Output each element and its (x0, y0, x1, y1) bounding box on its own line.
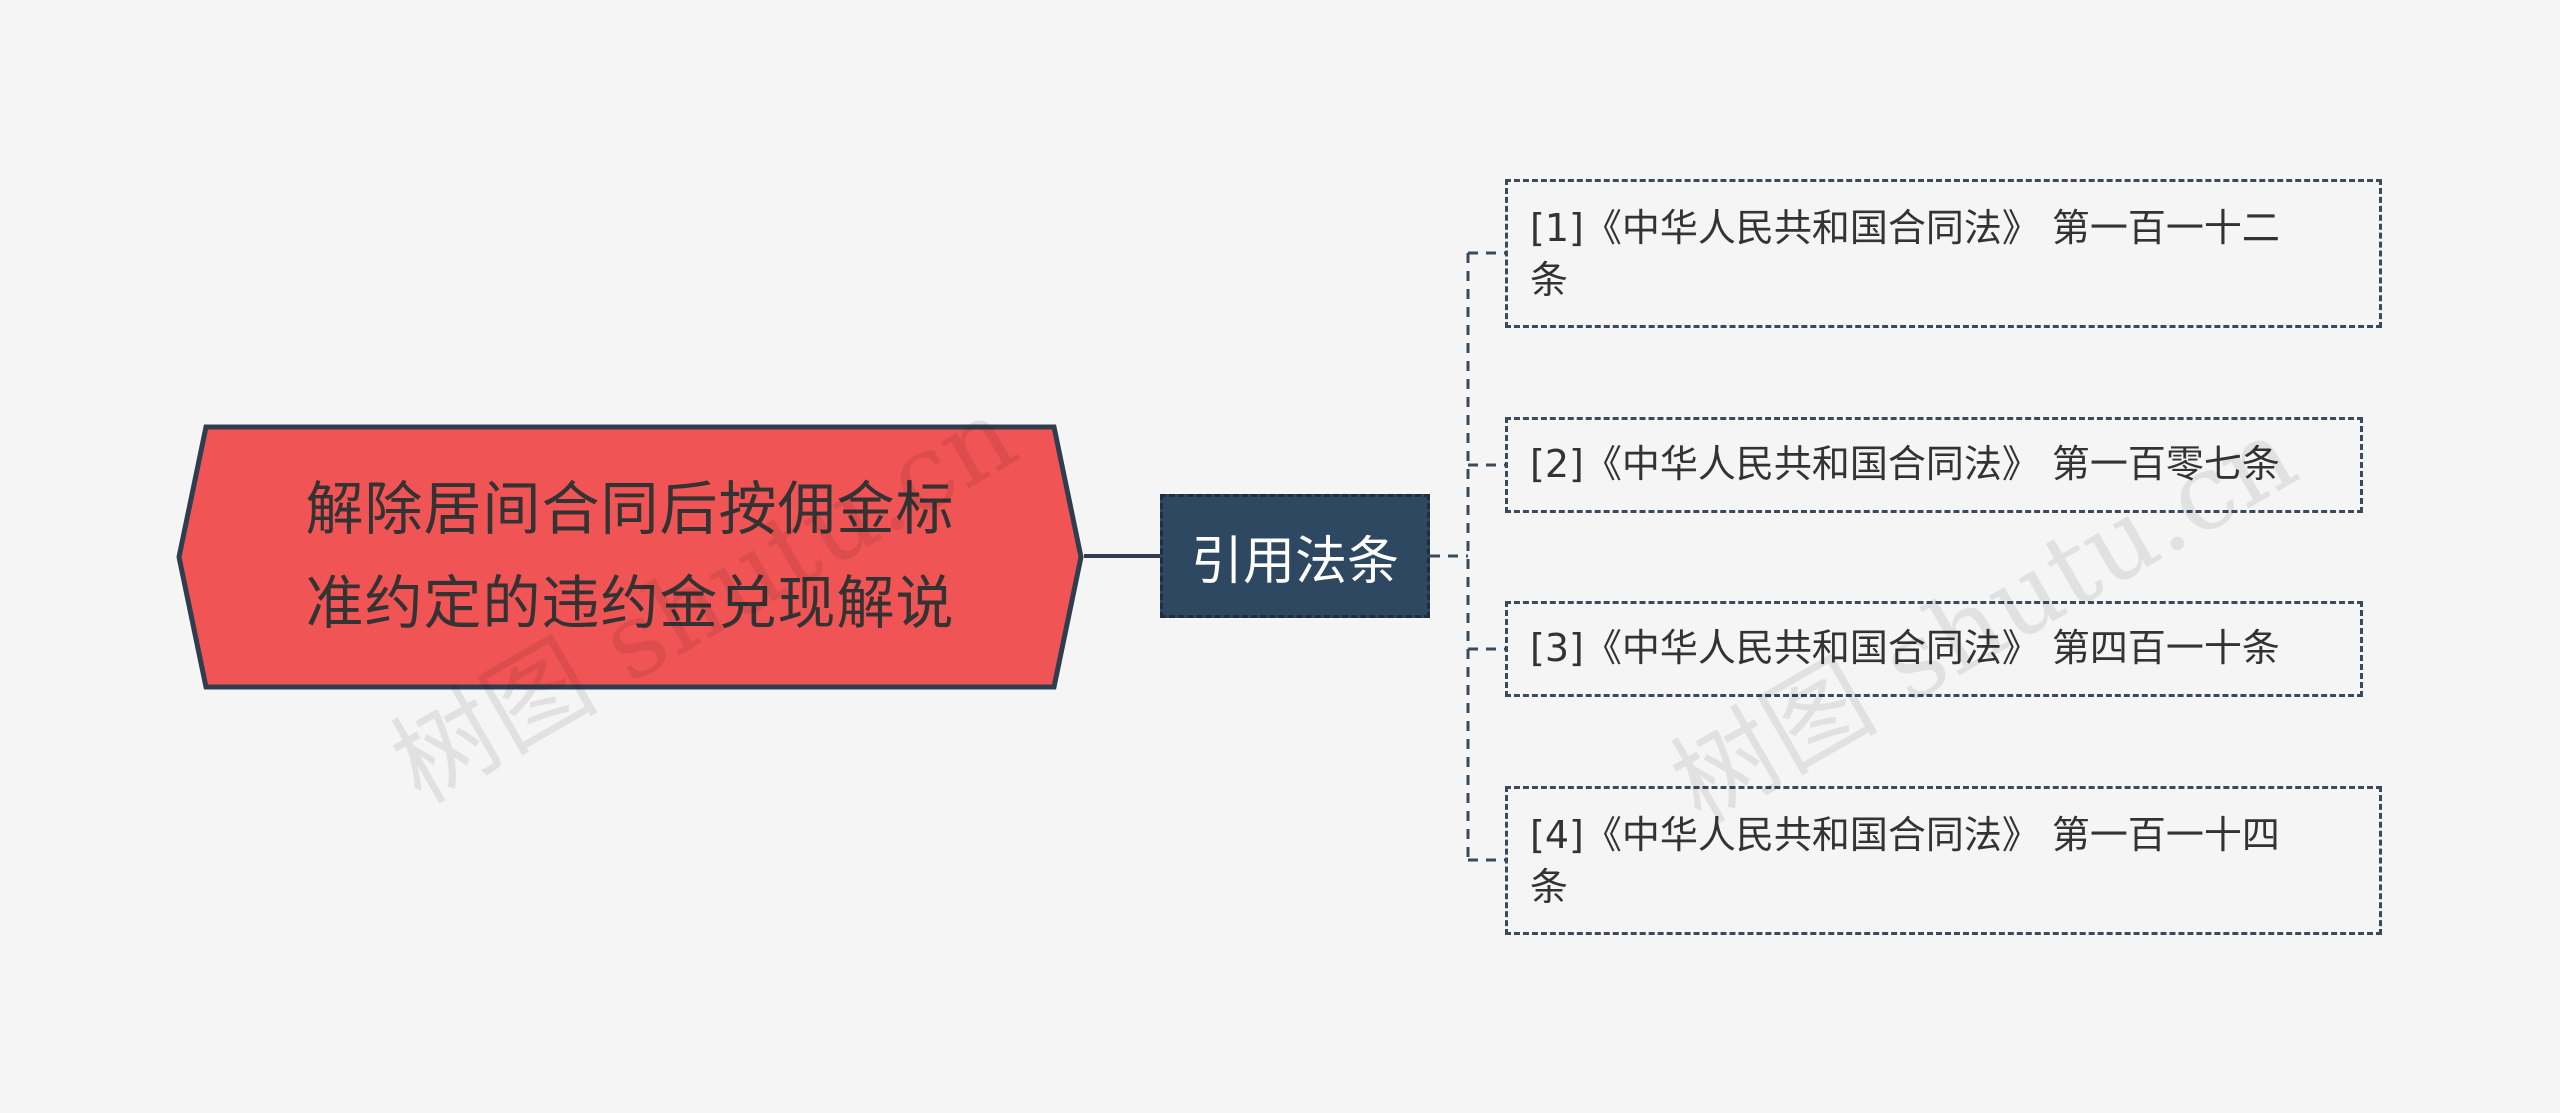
leaf-3-line-1: [3]《中华人民共和国合同法》 第四百一十条 (1530, 626, 2280, 670)
root-topic-text: 解除居间合同后按佣金标 准约定的违约金兑现解说 (236, 462, 1024, 652)
leaf-node-4[interactable]: [4]《中华人民共和国合同法》 第一百一十四 条 (1505, 786, 2382, 935)
leaf-1-line-2: 条 (1530, 258, 1569, 302)
root-topic-line-1: 解除居间合同后按佣金标 (305, 475, 955, 543)
root-topic-node[interactable]: 解除居间合同后按佣金标 准约定的违约金兑现解说 (176, 424, 1084, 690)
leaf-node-1[interactable]: [1]《中华人民共和国合同法》 第一百一十二 条 (1505, 179, 2382, 328)
leaf-node-3[interactable]: [3]《中华人民共和国合同法》 第四百一十条 (1505, 601, 2363, 697)
subtopic-node[interactable]: 引用法条 (1160, 494, 1430, 618)
leaf-4-line-1: [4]《中华人民共和国合同法》 第一百一十四 (1530, 813, 2280, 857)
root-hexagon-shape (176, 424, 1084, 690)
leaf-node-2[interactable]: [2]《中华人民共和国合同法》 第一百零七条 (1505, 417, 2363, 513)
root-topic-line-2: 准约定的违约金兑现解说 (305, 569, 955, 637)
subtopic-label: 引用法条 (1190, 531, 1399, 592)
leaf-1-line-1: [1]《中华人民共和国合同法》 第一百一十二 (1530, 206, 2280, 250)
leaf-2-line-1: [2]《中华人民共和国合同法》 第一百零七条 (1530, 442, 2280, 486)
leaf-4-line-2: 条 (1530, 865, 1569, 909)
